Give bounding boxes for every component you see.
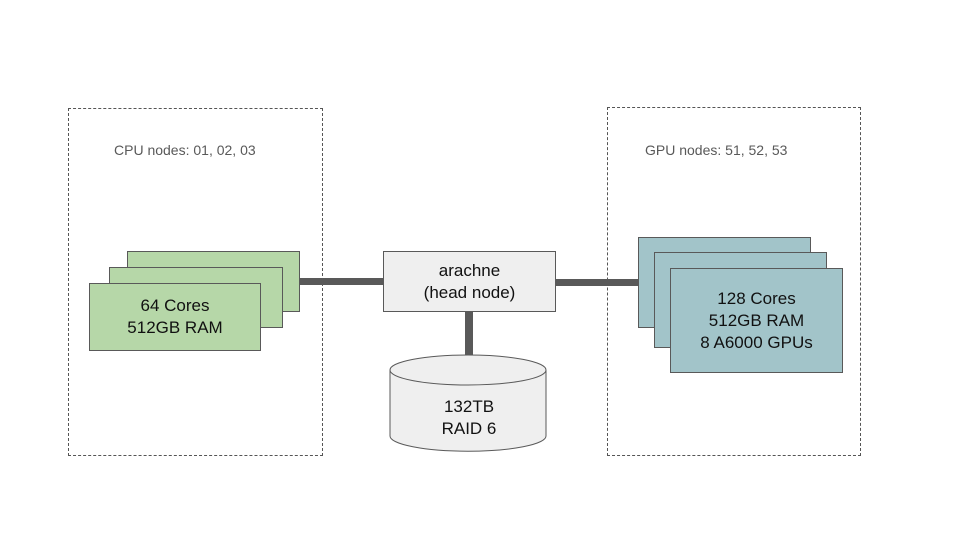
gpu-nodes-label: GPU nodes: 51, 52, 53 [645, 142, 788, 158]
storage-capacity: 132TB [443, 397, 495, 416]
storage-raid-level: RAID 6 [441, 419, 497, 438]
gpu-card-ram: 512GB RAM [708, 310, 805, 330]
gpu-card-gpus: 8 A6000 GPUs [700, 332, 813, 352]
storage-label: 132TB RAID 6 [390, 396, 548, 440]
head-node-box: arachne (head node) [383, 251, 556, 312]
cpu-card-ram: 512GB RAM [127, 318, 223, 337]
cpu-node-card-front: 64 Cores 512GB RAM [89, 283, 261, 351]
gpu-card-cores: 128 Cores [717, 288, 796, 308]
head-node-role: (head node) [423, 282, 516, 302]
storage-cylinder-top [389, 354, 547, 386]
head-to-gpu-connector [555, 279, 639, 286]
storage-cylinder [389, 354, 547, 452]
head-to-storage-connector [465, 311, 473, 357]
head-node-name: arachne [438, 260, 501, 280]
cpu-card-cores: 64 Cores [140, 296, 210, 315]
gpu-node-card-front: 128 Cores 512GB RAM 8 A6000 GPUs [670, 268, 843, 373]
storage-cylinder-body [389, 370, 547, 452]
cpu-nodes-label: CPU nodes: 01, 02, 03 [114, 142, 256, 158]
cpu-to-head-connector [299, 278, 384, 285]
